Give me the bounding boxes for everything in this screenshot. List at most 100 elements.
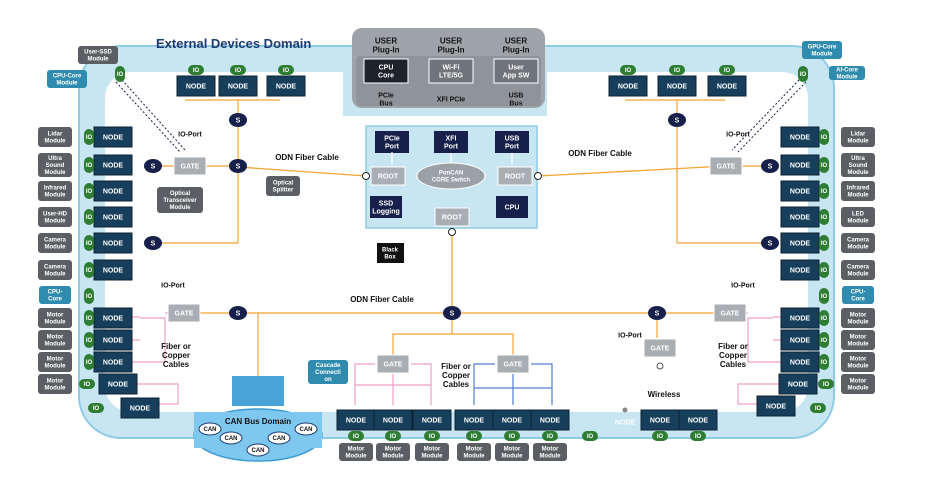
- node[interactable]: NODE: [780, 351, 820, 373]
- node[interactable]: NODE: [93, 180, 133, 202]
- gate[interactable]: GATE: [713, 303, 747, 323]
- root-box[interactable]: [497, 166, 533, 186]
- node[interactable]: NODE: [678, 409, 718, 431]
- node[interactable]: NODE: [336, 409, 376, 431]
- io-port[interactable]: IO: [84, 288, 94, 304]
- io-port[interactable]: IO: [84, 235, 94, 251]
- optical-splitter[interactable]: S: [668, 113, 686, 127]
- can-device[interactable]: CAN: [219, 431, 243, 445]
- io-port[interactable]: IO: [115, 66, 125, 82]
- core-cpu-box[interactable]: [496, 196, 528, 218]
- io-port[interactable]: IO: [818, 379, 834, 389]
- node[interactable]: NODE: [93, 154, 133, 176]
- plugin-box[interactable]: [363, 58, 409, 84]
- io-port[interactable]: IO: [652, 431, 668, 441]
- optical-splitter[interactable]: S: [761, 159, 779, 173]
- node[interactable]: NODE: [98, 373, 138, 395]
- optical-splitter[interactable]: S: [144, 159, 162, 173]
- node[interactable]: NODE: [530, 409, 570, 431]
- node[interactable]: NODE: [780, 329, 820, 351]
- node[interactable]: NODE: [756, 395, 796, 417]
- io-port[interactable]: IO: [466, 431, 482, 441]
- io-port[interactable]: IO: [819, 288, 829, 304]
- gate[interactable]: GATE: [496, 354, 530, 374]
- io-port[interactable]: IO: [278, 65, 294, 75]
- io-port[interactable]: IO: [348, 431, 364, 441]
- gate[interactable]: GATE: [643, 338, 677, 358]
- io-port[interactable]: IO: [188, 65, 204, 75]
- gate[interactable]: GATE: [376, 354, 410, 374]
- node[interactable]: NODE: [780, 154, 820, 176]
- node[interactable]: NODE: [120, 397, 160, 419]
- root-box[interactable]: [434, 207, 470, 227]
- io-port[interactable]: IO: [84, 183, 94, 199]
- io-port[interactable]: IO: [84, 262, 94, 278]
- io-port[interactable]: IO: [810, 403, 826, 413]
- io-port[interactable]: IO: [819, 235, 829, 251]
- can-device[interactable]: CAN: [294, 422, 318, 436]
- ssd-logging-box[interactable]: [370, 196, 402, 218]
- io-port[interactable]: IO: [84, 354, 94, 370]
- can-device[interactable]: CAN: [246, 443, 270, 457]
- io-port[interactable]: IO: [504, 431, 520, 441]
- io-port[interactable]: IO: [424, 431, 440, 441]
- io-port[interactable]: IO: [84, 157, 94, 173]
- io-port[interactable]: IO: [84, 129, 94, 145]
- io-port[interactable]: IO: [819, 157, 829, 173]
- io-port[interactable]: IO: [819, 262, 829, 278]
- optical-splitter[interactable]: S: [229, 113, 247, 127]
- node[interactable]: NODE: [218, 75, 258, 97]
- node[interactable]: NODE: [266, 75, 306, 97]
- io-port[interactable]: IO: [798, 66, 808, 82]
- node[interactable]: NODE: [93, 329, 133, 351]
- core-port[interactable]: [495, 131, 529, 153]
- io-port[interactable]: IO: [230, 65, 246, 75]
- node[interactable]: NODE: [640, 409, 680, 431]
- node[interactable]: NODE: [707, 75, 747, 97]
- node[interactable]: NODE: [176, 75, 216, 97]
- io-port[interactable]: IO: [819, 183, 829, 199]
- node[interactable]: NODE: [93, 206, 133, 228]
- node[interactable]: NODE: [780, 206, 820, 228]
- root-box[interactable]: [370, 166, 406, 186]
- node[interactable]: NODE: [93, 126, 133, 148]
- node[interactable]: NODE: [780, 180, 820, 202]
- io-port[interactable]: IO: [819, 209, 829, 225]
- optical-splitter[interactable]: S: [144, 236, 162, 250]
- io-port[interactable]: IO: [669, 65, 685, 75]
- io-port[interactable]: IO: [84, 209, 94, 225]
- optical-splitter[interactable]: S: [648, 306, 666, 320]
- io-port[interactable]: IO: [542, 431, 558, 441]
- node[interactable]: NODE: [780, 259, 820, 281]
- io-port[interactable]: IO: [84, 332, 94, 348]
- io-port[interactable]: IO: [385, 431, 401, 441]
- node[interactable]: NODE: [492, 409, 532, 431]
- node[interactable]: NODE: [93, 307, 133, 329]
- io-port[interactable]: IO: [719, 65, 735, 75]
- io-port[interactable]: IO: [582, 431, 598, 441]
- gate[interactable]: GATE: [167, 303, 201, 323]
- io-port[interactable]: IO: [819, 129, 829, 145]
- optical-splitter[interactable]: S: [443, 306, 461, 320]
